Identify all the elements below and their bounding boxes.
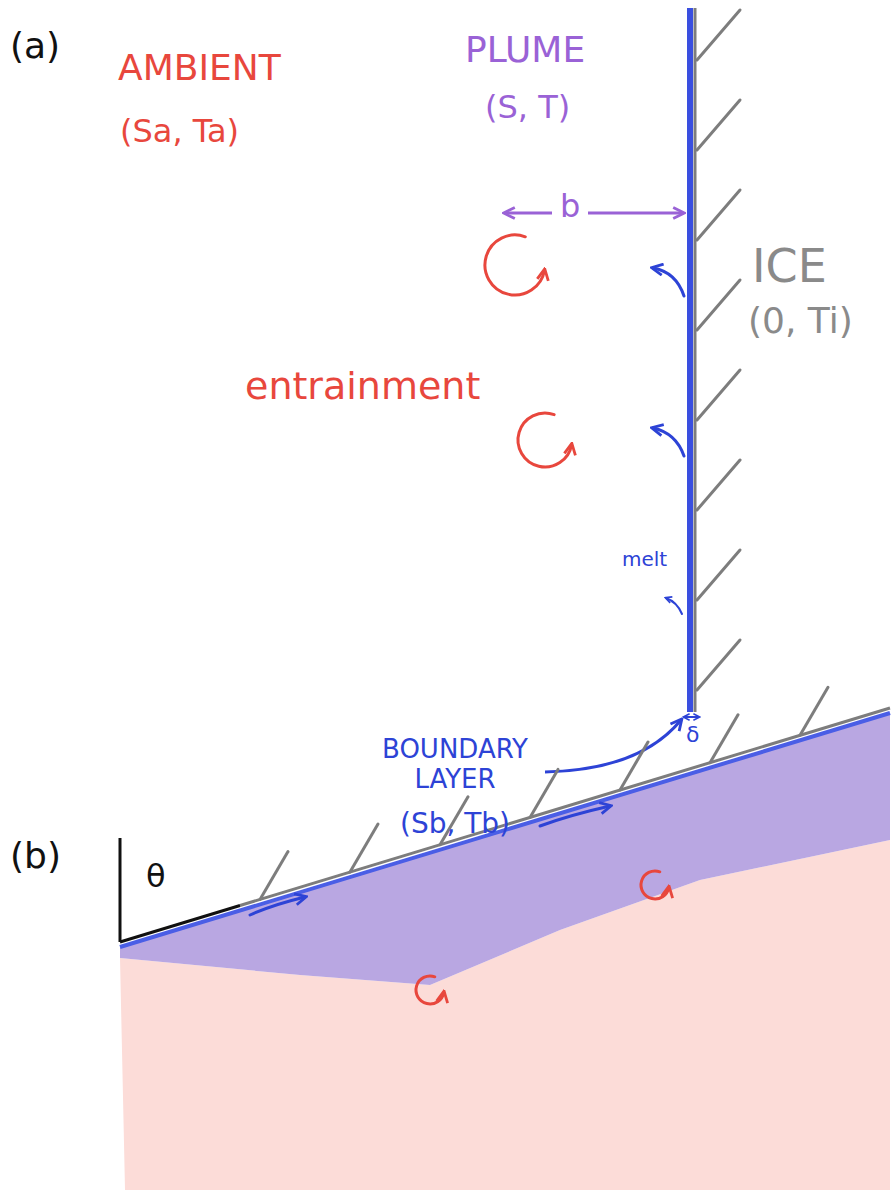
- angle-label: θ: [146, 858, 166, 895]
- property-label: (Sb, Tb): [355, 808, 555, 840]
- dimension-label: δ: [686, 722, 699, 747]
- vertical-line: [119, 838, 122, 942]
- region-fill: [95, 15, 690, 710]
- region-title: ICE: [752, 240, 827, 293]
- text-holder: (0, Ti): [748, 300, 853, 341]
- text-holder: (b): [10, 835, 61, 876]
- text-holder: ICE: [752, 240, 827, 293]
- plume-region: PLUME (S, T) b melt: [400, 15, 688, 710]
- panel-label: (b): [10, 835, 61, 876]
- text-holder: (a): [10, 25, 60, 66]
- ambient-region: AMBIENT (Sa, Ta) entrainment: [95, 15, 690, 710]
- panel-label: (a): [10, 25, 60, 66]
- ice-edge: [694, 8, 697, 712]
- text-holder: b: [560, 188, 580, 225]
- entrainment-eddy: [416, 871, 669, 1004]
- text-holder: AMBIENT: [118, 47, 281, 88]
- property-label: (0, Ti): [748, 300, 853, 341]
- region-title: AMBIENT: [118, 47, 281, 88]
- ice-hatching: [697, 10, 740, 690]
- angle-line: [120, 906, 240, 943]
- property-label: (S, T): [485, 89, 570, 126]
- text-holder: δ: [686, 722, 699, 747]
- leader-arrow: [545, 720, 681, 772]
- text-holder: (Sb, Tb): [355, 808, 555, 840]
- text-holder: melt: [622, 548, 667, 571]
- text-holder: entrainment: [245, 365, 480, 409]
- region-title: PLUME: [465, 29, 585, 70]
- plume-fill: [410, 15, 688, 710]
- ice-hatching: [260, 687, 828, 899]
- width-arrow: [505, 212, 683, 215]
- text-holder: BOUNDARY LAYER: [355, 735, 555, 795]
- dimension-label: b: [560, 188, 580, 225]
- region-title: BOUNDARY LAYER: [355, 735, 555, 795]
- ice-edge: [240, 708, 890, 906]
- text-holder: PLUME: [465, 29, 585, 70]
- melt-arrow: [250, 806, 610, 915]
- plume-region: [120, 713, 890, 985]
- thickness-arrow: [684, 716, 699, 718]
- text-holder: θ: [146, 858, 166, 895]
- text-holder: (S, T): [485, 89, 570, 126]
- process-label: melt: [622, 548, 667, 571]
- boundary-layer-line: [687, 8, 693, 712]
- boundary-layer-line: [120, 713, 890, 947]
- entrainment-eddy: [485, 235, 572, 467]
- process-label: entrainment: [245, 365, 480, 409]
- property-label: (Sa, Ta): [120, 113, 239, 150]
- text-holder: (Sa, Ta): [120, 113, 239, 150]
